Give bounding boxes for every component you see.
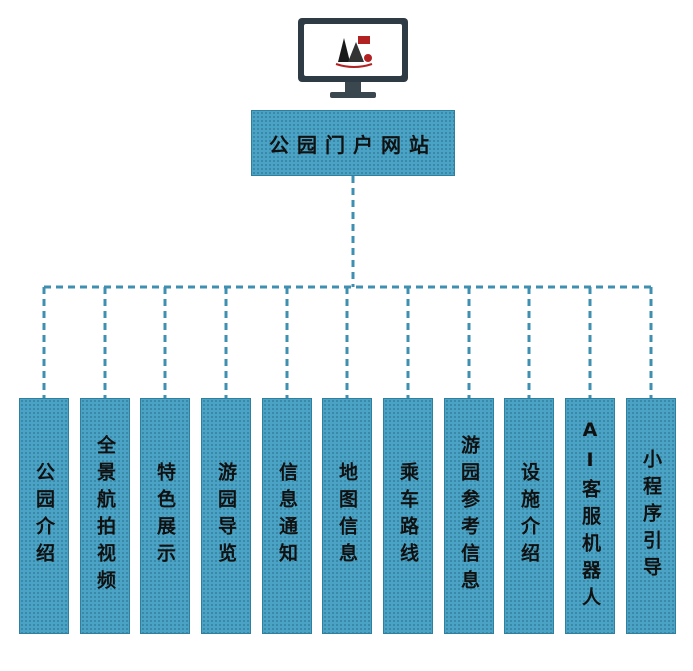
monitor-logo-icon <box>298 18 408 102</box>
child-node-label: 全景航拍视频 <box>94 435 116 597</box>
child-node-label: 特色展示 <box>154 462 176 570</box>
child-node-label: 乘车路线 <box>397 462 419 570</box>
child-node-3: 特色展示 <box>140 398 190 634</box>
child-node-8: 游园参考信息 <box>444 398 494 634</box>
root-node-label: 公园门户网站 <box>269 132 437 157</box>
child-node-label: 信息通知 <box>276 462 298 570</box>
child-node-2: 全景航拍视频 <box>80 398 130 634</box>
child-node-label: AI客服机器人 <box>579 418 601 614</box>
child-node-label: 游园参考信息 <box>458 435 480 597</box>
monitor-screen <box>298 18 408 82</box>
child-node-label: 地图信息 <box>336 462 358 570</box>
child-node-label: 设施介绍 <box>518 462 540 570</box>
child-node-label: 公园介绍 <box>33 462 55 570</box>
child-node-7: 乘车路线 <box>383 398 433 634</box>
child-node-1: 公园介绍 <box>19 398 69 634</box>
child-node-9: 设施介绍 <box>504 398 554 634</box>
park-logo-icon <box>334 34 374 68</box>
child-node-5: 信息通知 <box>262 398 312 634</box>
child-node-4: 游园导览 <box>201 398 251 634</box>
root-node-box: 公园门户网站 <box>251 110 455 176</box>
child-node-6: 地图信息 <box>322 398 372 634</box>
child-node-11: 小程序引导 <box>626 398 676 634</box>
child-node-label: 游园导览 <box>215 462 237 570</box>
child-node-label: 小程序引导 <box>640 448 662 584</box>
child-node-10: AI客服机器人 <box>565 398 615 634</box>
